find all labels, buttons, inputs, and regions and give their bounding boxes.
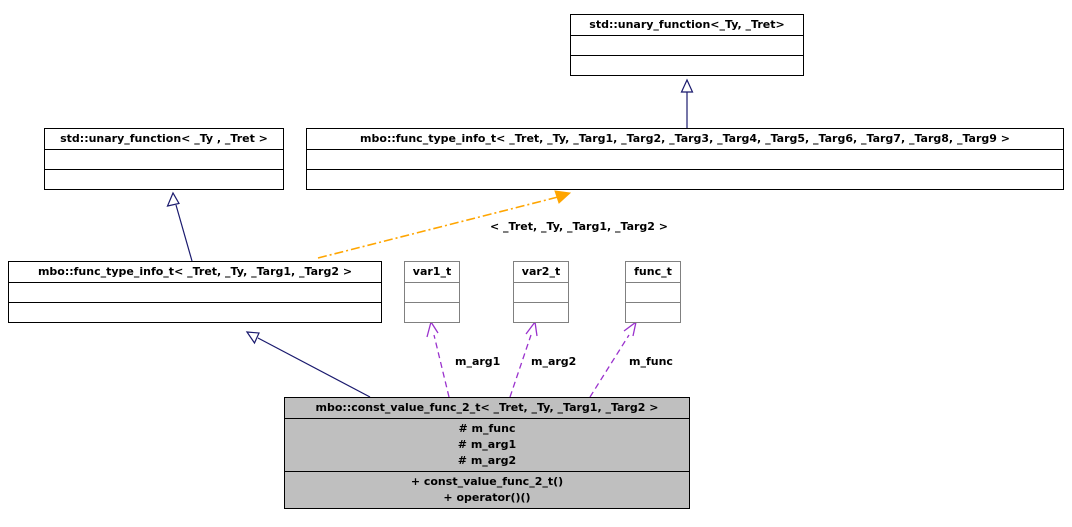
class-node-std-unary-function-top[interactable]: std::unary_function<_Ty, _Tret> (570, 14, 804, 76)
attributes-compartment: # m_func # m_arg1 # m_arg2 (285, 418, 689, 471)
class-node-func-t[interactable]: func_t (625, 261, 681, 323)
attributes-compartment (307, 149, 1063, 169)
class-title: mbo::const_value_func_2_t< _Tret, _Ty, _… (315, 401, 659, 414)
operations-compartment (626, 302, 680, 322)
class-title: std::unary_function<_Ty, _Tret> (589, 18, 785, 31)
class-attribute: # m_func (458, 422, 516, 435)
attributes-compartment (405, 282, 459, 302)
operations-compartment (405, 302, 459, 322)
class-title: func_t (634, 265, 672, 278)
attributes-compartment (626, 282, 680, 302)
class-node-var2-t[interactable]: var2_t (513, 261, 569, 323)
class-node-var1-t[interactable]: var1_t (404, 261, 460, 323)
operations-compartment (9, 302, 381, 322)
attributes-compartment (514, 282, 568, 302)
inheritance-edge-functypeinfo-to-unaryfunction-top (680, 78, 694, 128)
attributes-compartment (571, 35, 803, 55)
edge-label-m-func: m_func (628, 355, 674, 368)
usage-edge-m-arg1 (426, 321, 450, 398)
edge-label-m-arg1: m_arg1 (454, 355, 502, 368)
operations-compartment (571, 55, 803, 75)
class-operation: + operator()() (443, 491, 531, 504)
class-title: mbo::func_type_info_t< _Tret, _Ty, _Targ… (360, 132, 1010, 145)
class-operation: + const_value_func_2_t() (410, 475, 564, 488)
operations-compartment (45, 169, 283, 189)
template-binding-label: < _Tret, _Ty, _Targ1, _Targ2 > (490, 220, 668, 233)
edge-label-m-arg2: m_arg2 (530, 355, 578, 368)
class-title: mbo::func_type_info_t< _Tret, _Ty, _Targ… (37, 265, 353, 278)
operations-compartment (307, 169, 1063, 189)
class-title: var2_t (521, 265, 561, 278)
class-title: var1_t (412, 265, 452, 278)
class-node-func-type-info-t-2[interactable]: mbo::func_type_info_t< _Tret, _Ty, _Targ… (8, 261, 382, 323)
class-node-func-type-info-t-full[interactable]: mbo::func_type_info_t< _Tret, _Ty, _Targ… (306, 128, 1064, 190)
class-attribute: # m_arg2 (457, 454, 517, 467)
inheritance-edge-functypeinfo2-to-unaryfunction-spec (166, 191, 193, 262)
operations-compartment: + const_value_func_2_t() + operator()() (285, 471, 689, 508)
operations-compartment (514, 302, 568, 322)
class-node-std-unary-function-spec[interactable]: std::unary_function< _Ty , _Tret > (44, 128, 284, 190)
attributes-compartment (9, 282, 381, 302)
class-attribute: # m_arg1 (457, 438, 517, 451)
class-title: std::unary_function< _Ty , _Tret > (60, 132, 268, 145)
class-node-const-value-func-2-t[interactable]: mbo::const_value_func_2_t< _Tret, _Ty, _… (284, 397, 690, 509)
attributes-compartment (45, 149, 283, 169)
inheritance-edge-constvaluefunc2t-to-functypeinfo2 (245, 331, 371, 398)
